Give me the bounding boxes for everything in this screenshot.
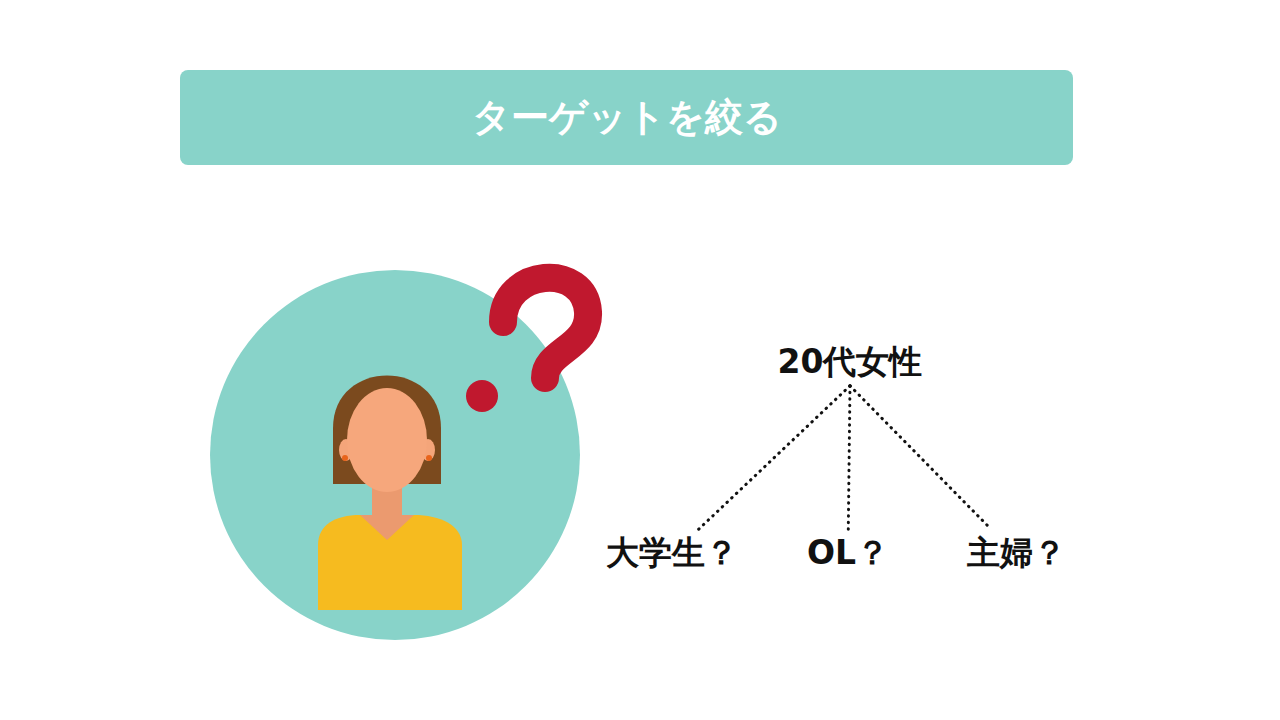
target-label: OL？: [801, 531, 895, 575]
face: [347, 388, 427, 492]
node-text: 大学生？: [606, 533, 738, 573]
avatar-circle: [210, 270, 580, 640]
node-text: 20代女性: [778, 342, 923, 382]
earring: [426, 455, 432, 461]
title: ターゲットを絞る: [180, 70, 1073, 165]
neckline: [360, 515, 414, 540]
question-mark: [503, 278, 588, 378]
dotted-connector: [699, 386, 850, 529]
question-dot: [466, 380, 498, 412]
shirt: [318, 515, 462, 610]
earring: [342, 455, 348, 461]
target-label: 主婦？: [961, 531, 1072, 575]
target-label: 20代女性: [772, 340, 929, 384]
dotted-connector: [850, 386, 991, 529]
title-band: ターゲットを絞る: [180, 70, 1073, 165]
node-text: OL？: [807, 533, 889, 573]
target-label: 大学生？: [600, 531, 744, 575]
node-text: 主婦？: [967, 533, 1066, 573]
dotted-connector: [848, 386, 850, 529]
